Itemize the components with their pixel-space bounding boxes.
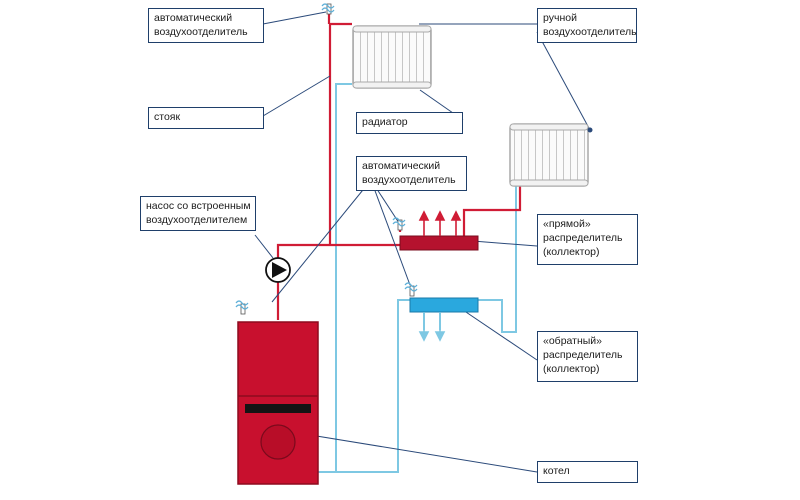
label-auto-vent-top: автоматический воздухоотделитель <box>148 8 264 43</box>
air-vent-icon <box>321 3 335 15</box>
label-line: насос со встроенным <box>146 200 251 212</box>
label-line: распределитель <box>543 232 623 244</box>
label-line: радиатор <box>362 116 408 128</box>
return-manifold <box>409 297 479 313</box>
air-vent-icon <box>235 300 249 315</box>
label-manual-vent: ручной воздухоотделитель <box>537 8 637 43</box>
label-line: (коллектор) <box>543 363 600 375</box>
manual-vent-icon <box>587 127 593 133</box>
label-line: автоматический <box>362 160 441 172</box>
label-line: (коллектор) <box>543 246 600 258</box>
label-line: «прямой» <box>543 218 591 230</box>
label-boiler: котел <box>537 461 638 483</box>
supply-manifold <box>399 235 479 251</box>
label-pump: насос со встроенным воздухоотделителем <box>140 196 256 231</box>
label-line: стояк <box>154 111 181 123</box>
arrow-up-icon <box>418 210 462 236</box>
air-vent-icon <box>404 282 418 297</box>
boiler <box>237 321 319 485</box>
label-line: котел <box>543 465 570 477</box>
label-auto-vent-mid: автоматический воздухоотделитель <box>356 156 467 191</box>
label-riser: стояк <box>148 107 264 129</box>
air-vent-icon <box>392 217 406 231</box>
label-radiator: радиатор <box>356 112 463 134</box>
label-line: ручной <box>543 12 577 24</box>
label-return-manifold: «обратный» распределитель (коллектор) <box>537 331 638 382</box>
arrow-down-icon <box>418 312 446 342</box>
label-line: воздухоотделитель <box>154 26 248 38</box>
pump-icon <box>265 257 291 283</box>
label-line: воздухоотделитель <box>543 26 637 38</box>
label-line: автоматический <box>154 12 233 24</box>
label-line: распределитель <box>543 349 623 361</box>
label-supply-manifold: «прямой» распределитель (коллектор) <box>537 214 638 265</box>
label-line: воздухоотделителем <box>146 214 248 226</box>
label-line: «обратный» <box>543 335 603 347</box>
return-pipes <box>318 83 517 473</box>
lower-radiator <box>509 123 589 187</box>
upper-radiator <box>352 25 432 89</box>
label-line: воздухоотделитель <box>362 174 456 186</box>
